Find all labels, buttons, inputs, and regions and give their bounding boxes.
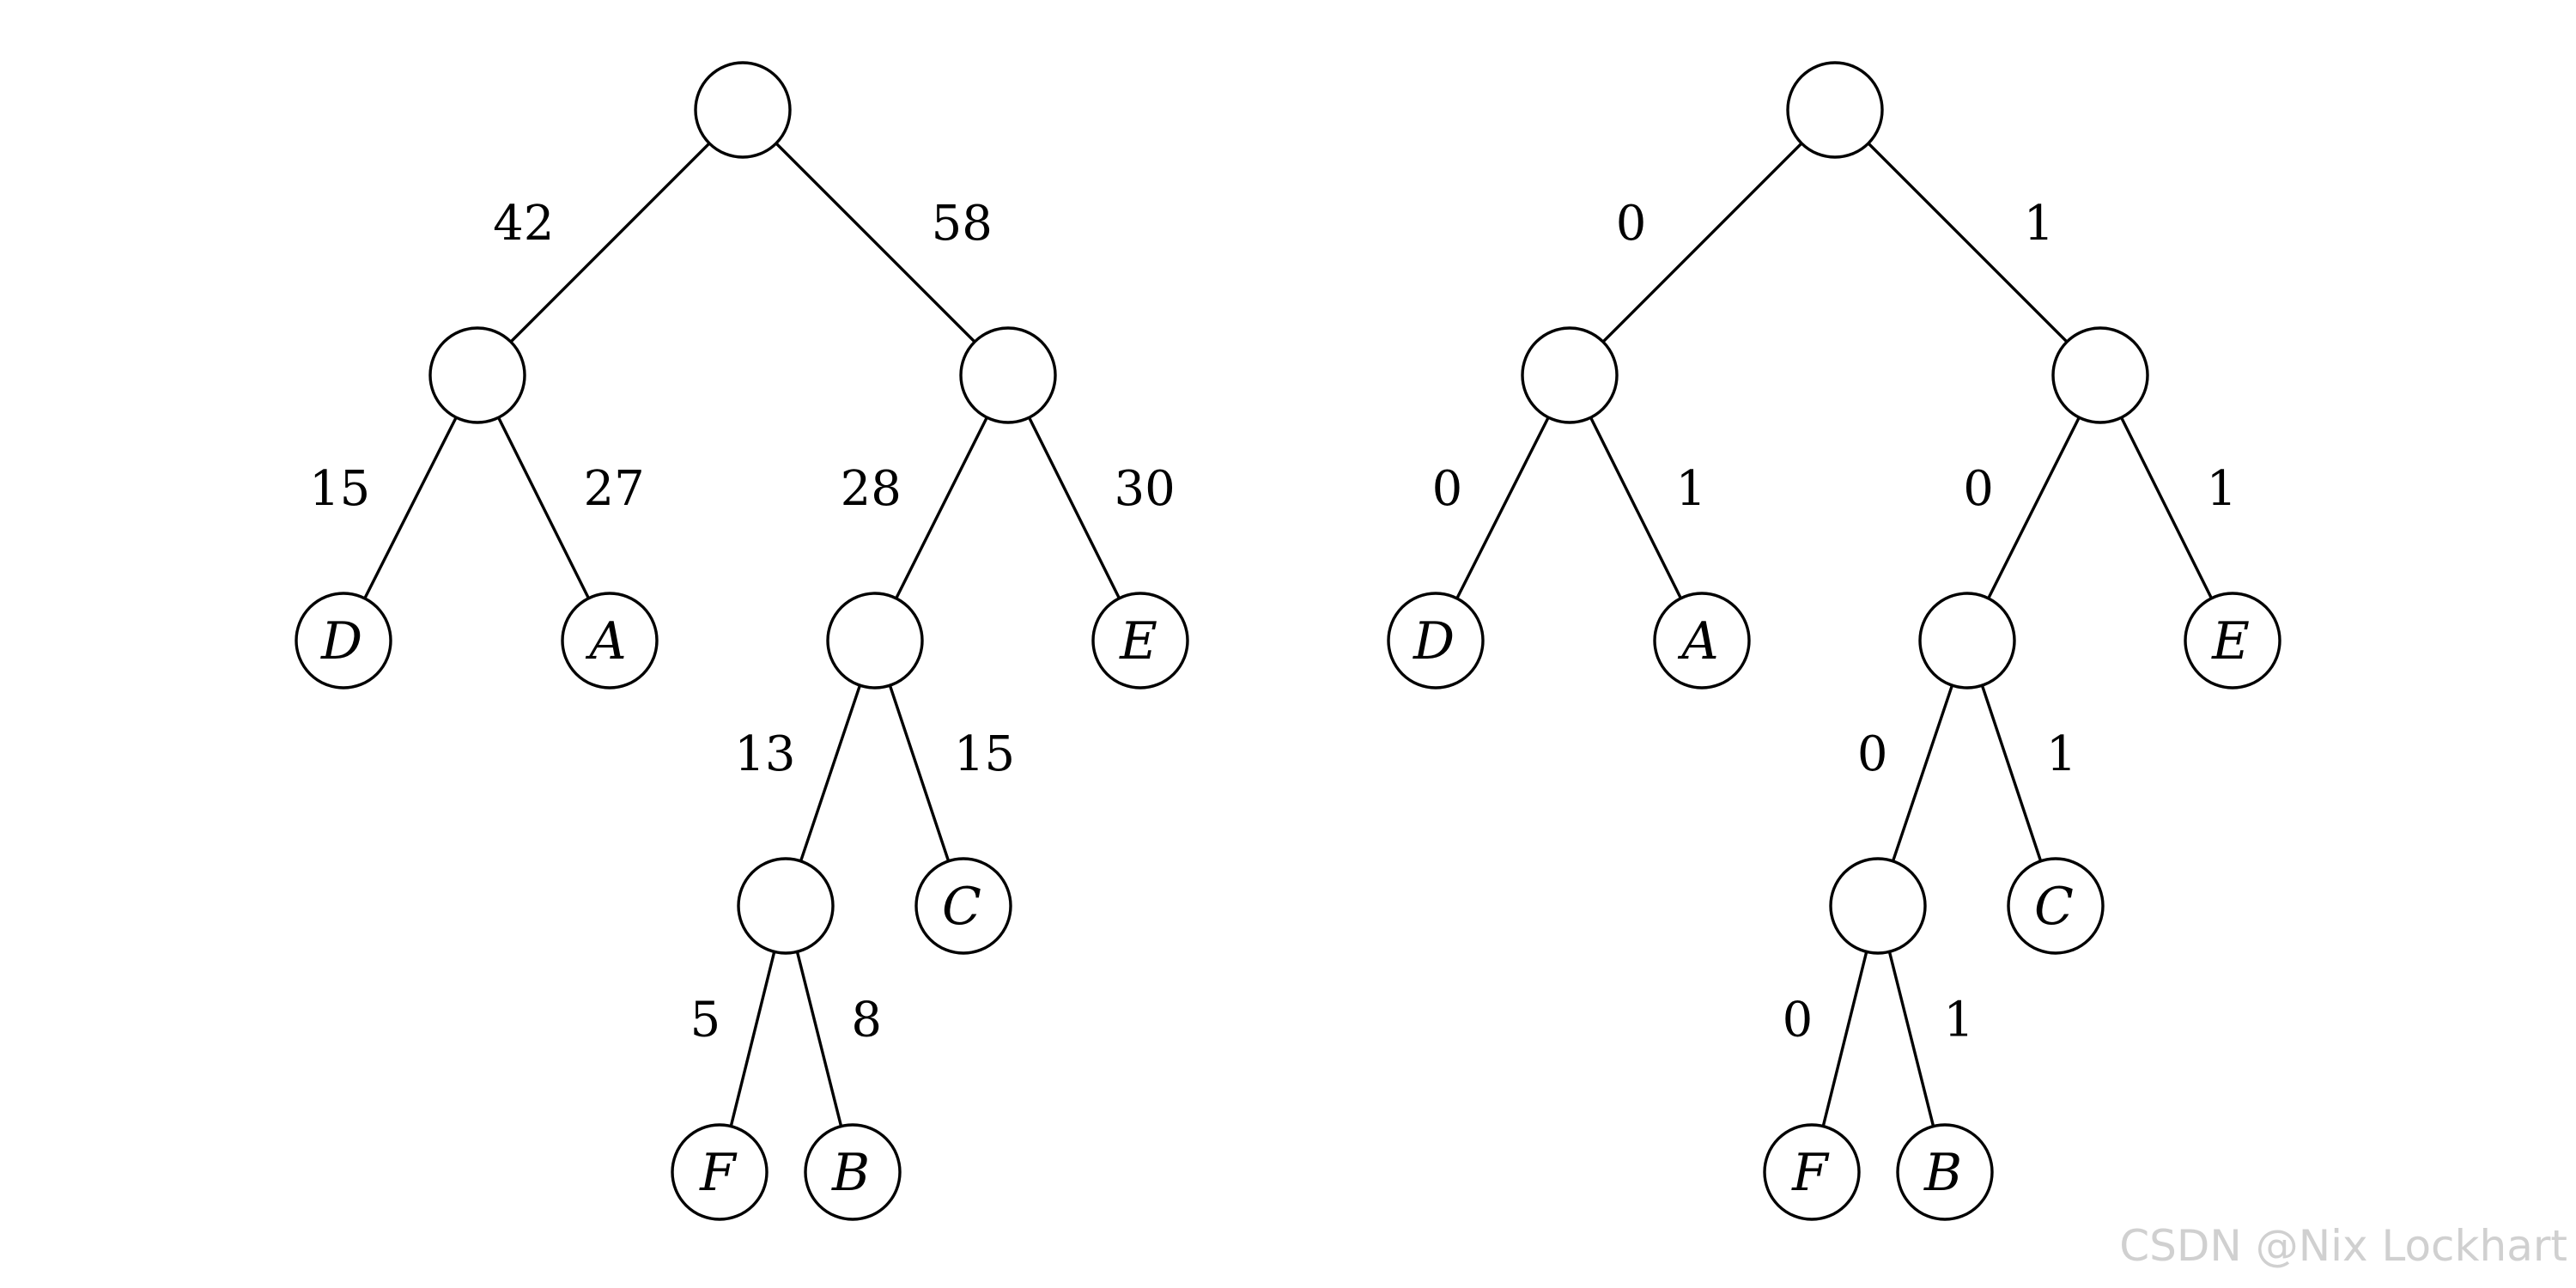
node-label-D: D [1413,611,1455,671]
node-root [1786,61,1884,159]
node-E [1091,592,1189,690]
node-label-F: F [1791,1143,1830,1203]
edge-label-R-E: 1 [2206,461,2237,517]
edge-label-L-D: 0 [1432,461,1463,517]
watermark-text: CSDN @Nix Lockhart [2119,1221,2567,1271]
edge-RLL-B [1887,950,1935,1128]
node-A [561,592,659,690]
edge-RL-RLL [799,683,862,863]
node-A [1653,592,1751,690]
edge-label-RL-RLL: 0 [1857,726,1888,782]
node-RL [826,592,924,690]
node-label-D: D [320,611,362,671]
node-label-E: E [2211,611,2250,671]
node-label-C: C [942,877,981,937]
node-RL [1918,592,2016,690]
edge-L-A [1589,416,1683,600]
node-label-F: F [699,1143,738,1203]
node-B [804,1123,902,1221]
edge-label-RL-RLL: 13 [734,726,795,782]
edge-root-R [1867,142,2069,343]
node-label-A: A [585,611,626,671]
edge-label-RLL-B: 8 [851,993,882,1048]
edge-L-D [1455,416,1550,600]
edge-R-RL [1986,416,2081,600]
edge-label-RL-C: 15 [954,726,1015,782]
edge-label-R-RL: 28 [841,461,902,517]
node-label-A: A [1677,611,1718,671]
edge-RL-C [1980,683,2043,863]
edge-root-L [1601,142,1803,343]
edge-label-root-L: 0 [1616,196,1647,252]
edge-R-E [1027,416,1121,600]
edge-label-root-L: 42 [493,196,554,252]
edge-RL-RLL [1891,683,1954,863]
edge-label-root-R: 58 [932,196,993,252]
edge-L-A [496,416,591,600]
node-D [295,592,392,690]
node-C [914,857,1012,955]
node-label-E: E [1119,611,1157,671]
edge-root-R [775,142,976,343]
node-F [671,1123,769,1221]
node-L [428,326,526,424]
edge-R-E [2119,416,2214,600]
node-R [2051,326,2149,424]
node-D [1387,592,1485,690]
edge-label-L-D: 15 [309,461,370,517]
edge-RLL-F [729,950,776,1128]
node-B [1896,1123,1994,1221]
edge-label-RLL-F: 0 [1783,993,1814,1048]
edge-RLL-B [795,950,843,1128]
edge-root-L [509,142,711,343]
node-label-B: B [831,1143,870,1203]
node-RLL [1829,857,1927,955]
edge-R-RL [894,416,989,600]
node-RLL [737,857,835,955]
node-R [959,326,1057,424]
node-L [1521,326,1619,424]
edge-L-D [363,416,458,600]
node-label-B: B [1923,1143,1962,1203]
edge-label-root-R: 1 [2024,196,2055,252]
edge-label-R-RL: 0 [1963,461,1994,517]
node-root [694,61,792,159]
edge-label-RLL-B: 1 [1943,993,1974,1048]
edge-label-R-E: 30 [1114,461,1175,517]
node-C [2007,857,2105,955]
edge-RLL-F [1821,950,1868,1128]
node-label-C: C [2034,877,2074,937]
edge-label-L-A: 1 [1675,461,1706,517]
edge-RL-C [888,683,951,863]
edge-label-RL-C: 1 [2046,726,2077,782]
edge-label-L-A: 27 [583,461,644,517]
edge-label-RLL-F: 5 [690,993,721,1048]
node-E [2184,592,2281,690]
node-F [1763,1123,1861,1221]
